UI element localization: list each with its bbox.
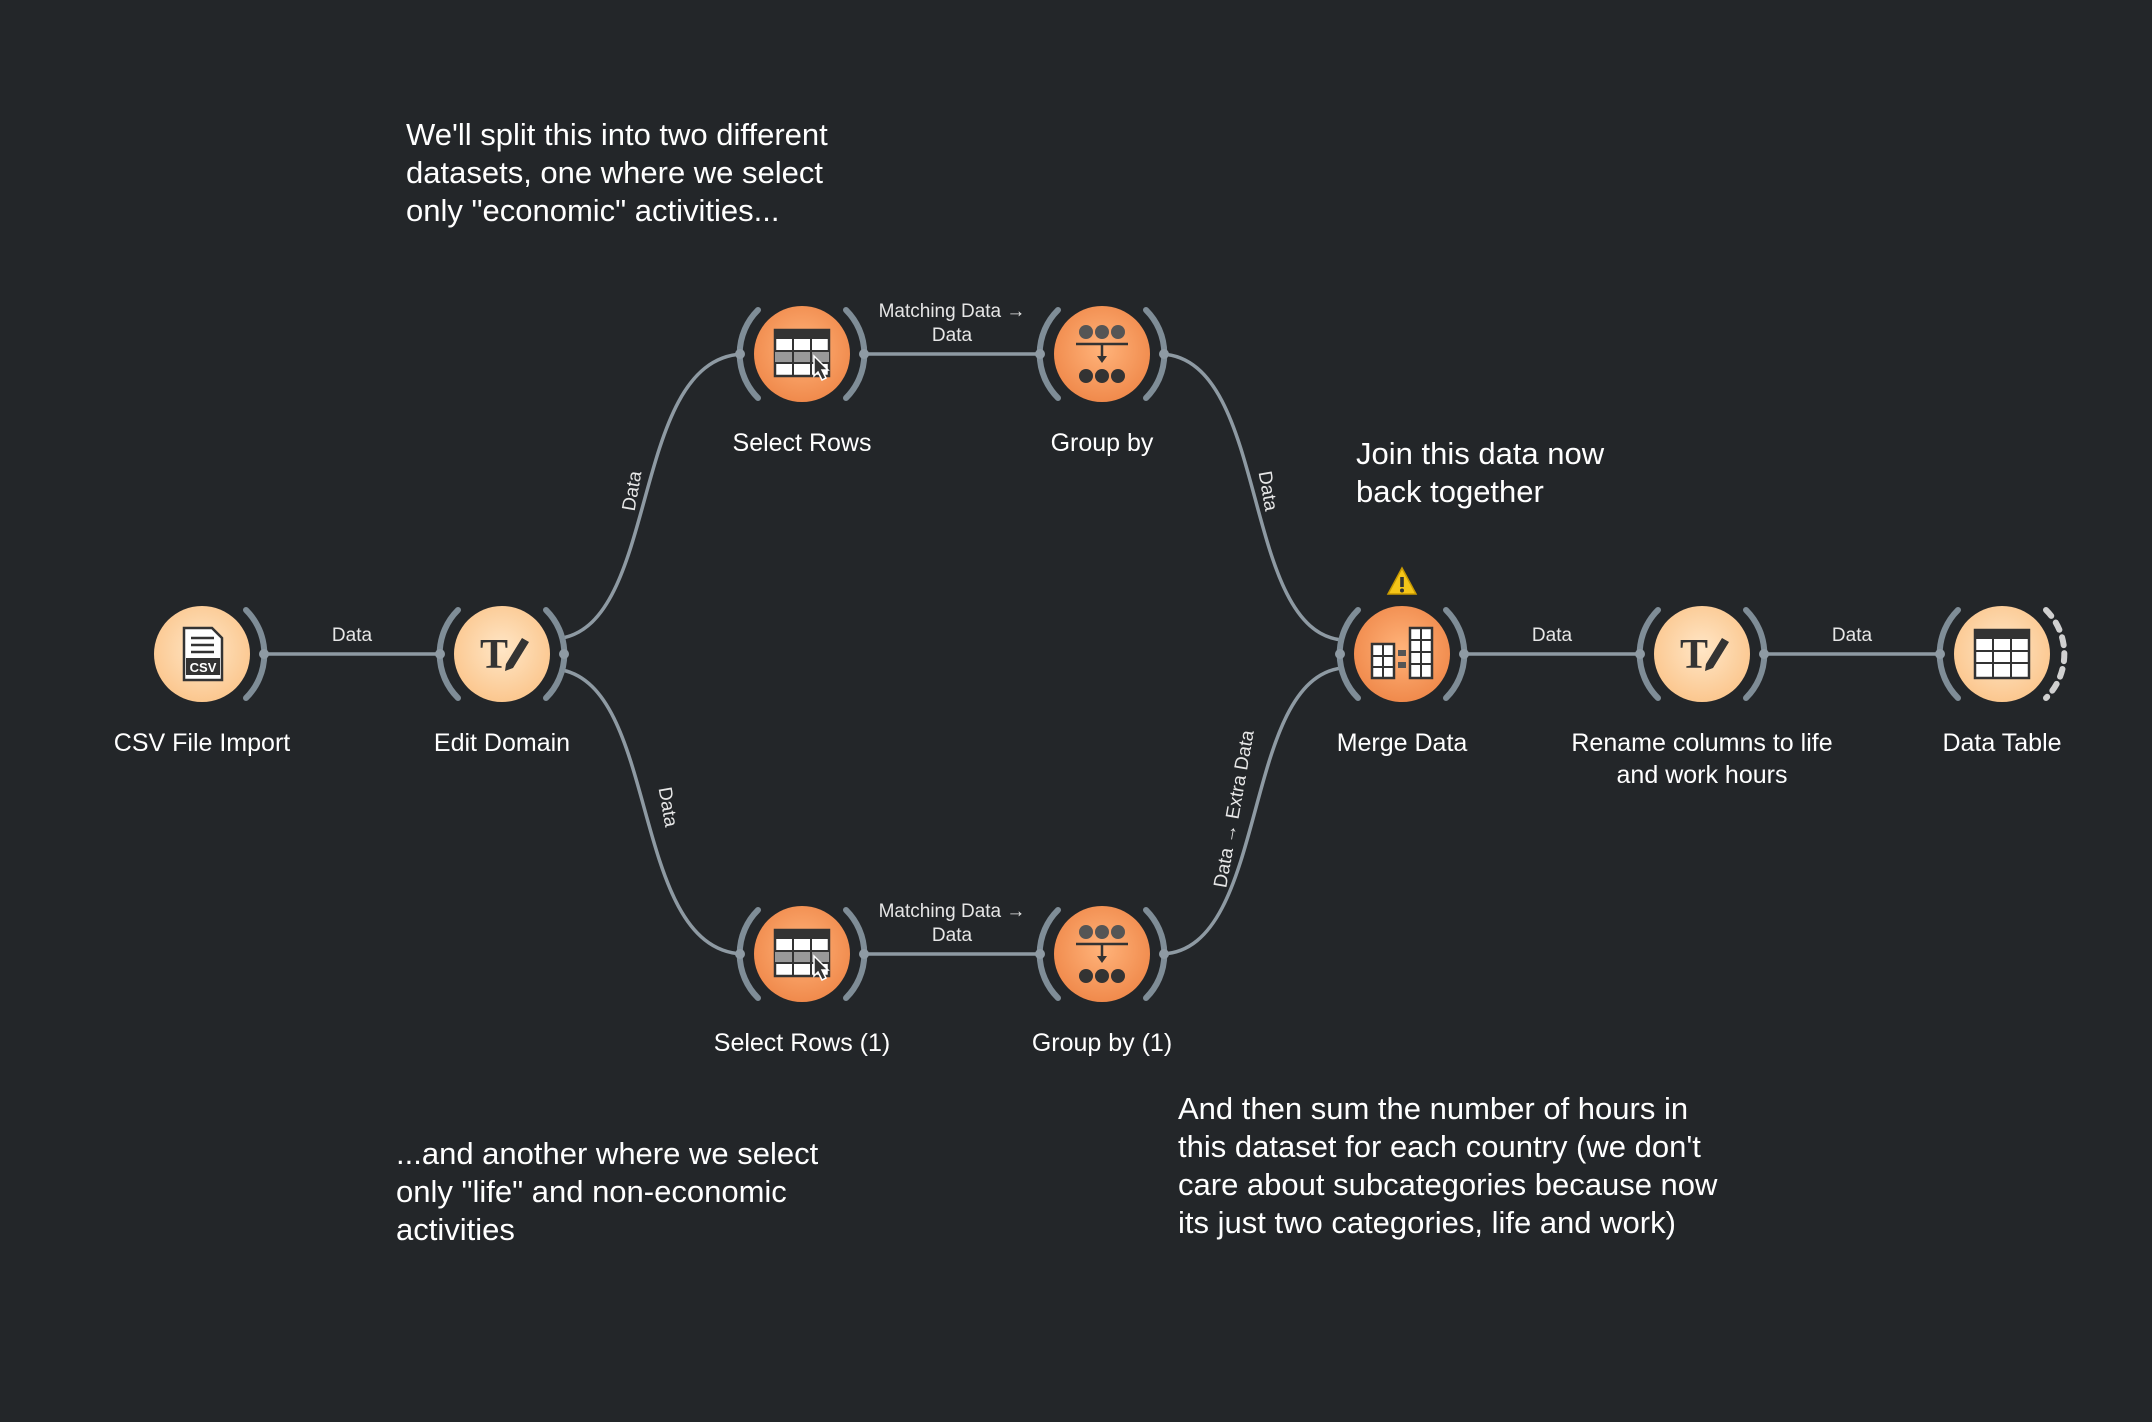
node-label-group-by-1[interactable]: Group by (1)	[1031, 1029, 1173, 1057]
node-data-table[interactable]	[1935, 606, 2068, 702]
svg-text:CSV: CSV	[190, 660, 217, 675]
svg-text:T: T	[1680, 632, 1708, 678]
data-table-icon	[1973, 628, 2031, 680]
link-group1-merge[interactable]: Data → Extra Data	[1161, 666, 1343, 956]
select-rows-icon	[773, 328, 831, 382]
link-label: Data	[654, 785, 682, 829]
select-rows-icon	[773, 928, 831, 982]
annotation-join[interactable]: Join this data now back together	[1356, 436, 1605, 509]
node-select-rows-1[interactable]	[735, 906, 869, 1002]
node-rename-columns[interactable]: T	[1635, 606, 1769, 702]
group-by-icon	[1076, 925, 1128, 983]
link-rename-table[interactable]: Data	[1762, 625, 1942, 656]
link-label: Data	[1832, 625, 1873, 646]
node-label-select-rows[interactable]: Select Rows	[732, 429, 872, 457]
link-group-merge[interactable]: Data	[1161, 352, 1343, 642]
node-group-by[interactable]	[1035, 306, 1169, 402]
text-edit-icon: T	[480, 632, 529, 678]
node-csv-file-import[interactable]: CSV	[154, 606, 269, 702]
node-label-rename-columns[interactable]: Rename columns to life and work hours	[1571, 729, 1833, 789]
link-label: Data	[932, 925, 973, 946]
node-edit-domain[interactable]: T	[435, 606, 569, 702]
group-by-icon	[1076, 325, 1128, 383]
annotation-split[interactable]: We'll split this into two different data…	[406, 117, 828, 228]
link-edit-select-rows[interactable]: Data	[561, 352, 743, 640]
node-label-edit-domain[interactable]: Edit Domain	[433, 729, 571, 757]
link-label: Matching Data →	[879, 901, 1026, 922]
link-merge-rename[interactable]: Data	[1462, 625, 1642, 656]
link-csv-edit[interactable]: Data	[265, 625, 440, 656]
node-label-data-table[interactable]: Data Table	[1942, 729, 2062, 757]
link-label: Data	[332, 625, 373, 646]
annotation-another[interactable]: ...and another where we select only "lif…	[396, 1136, 819, 1247]
warning-icon[interactable]	[1386, 566, 1418, 595]
node-label-csv-file-import[interactable]: CSV File Import	[113, 729, 291, 757]
link-select1-group1[interactable]: Matching Data → Data	[862, 901, 1042, 956]
text-edit-icon: T	[1680, 632, 1729, 678]
svg-text:T: T	[480, 632, 508, 678]
link-label: Data	[932, 325, 973, 346]
node-label-select-rows-1[interactable]: Select Rows (1)	[713, 1029, 891, 1057]
node-label-merge-data[interactable]: Merge Data	[1336, 729, 1468, 757]
node-select-rows[interactable]	[735, 306, 869, 402]
node-merge-data[interactable]	[1335, 606, 1469, 702]
csv-file-icon: CSV	[182, 626, 224, 682]
node-group-by-1[interactable]	[1035, 906, 1169, 1002]
annotation-sum[interactable]: And then sum the number of hours in this…	[1178, 1091, 1718, 1240]
link-edit-select-rows-1[interactable]: Data	[561, 668, 743, 956]
node-label-group-by[interactable]: Group by	[1050, 429, 1154, 457]
link-select-group[interactable]: Matching Data → Data	[862, 301, 1042, 356]
merge-data-icon	[1370, 626, 1434, 680]
link-label: Data	[1532, 625, 1573, 646]
link-label: Matching Data →	[879, 301, 1026, 322]
